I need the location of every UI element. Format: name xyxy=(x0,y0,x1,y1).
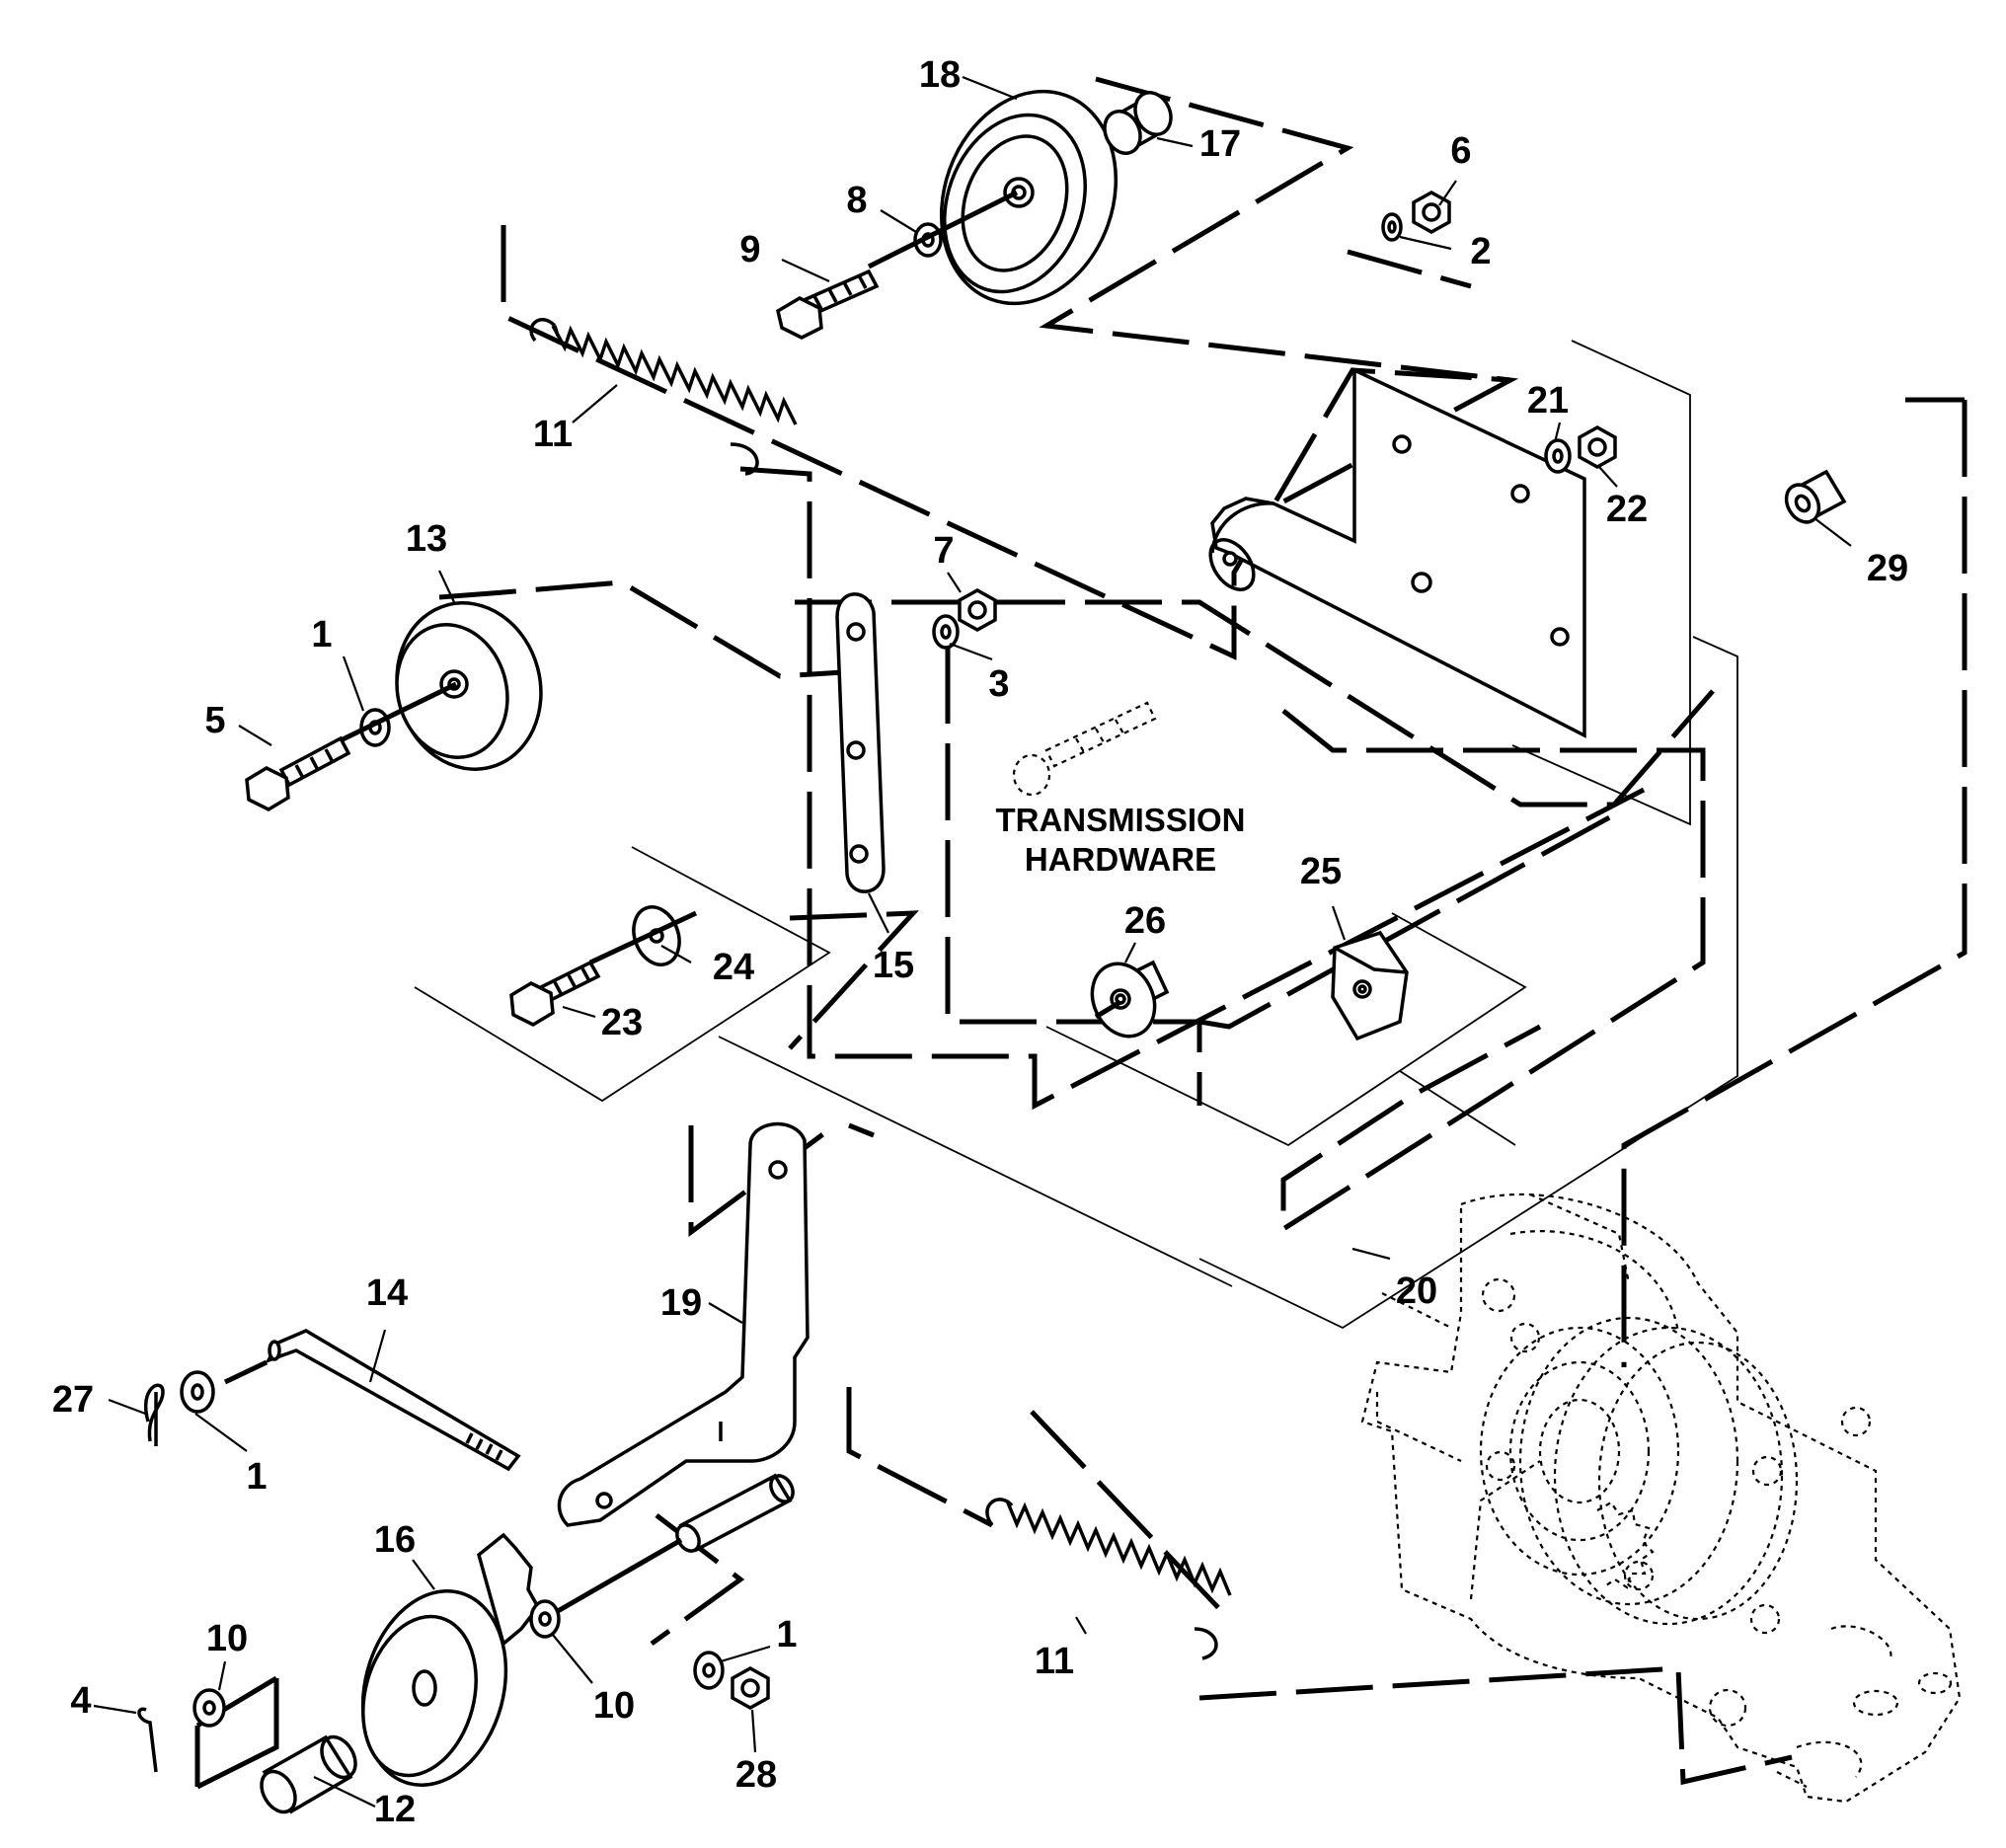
bracket-19 xyxy=(557,1122,810,1527)
label-24: 24 xyxy=(713,947,754,988)
label-20: 20 xyxy=(1396,1270,1437,1312)
washer-21 xyxy=(1544,438,1572,474)
axis-rod-14 xyxy=(223,1359,269,1385)
axis-pulley-16 xyxy=(556,1537,683,1614)
axis-spacer-26 xyxy=(1094,999,1122,1020)
label-19: 19 xyxy=(660,1282,702,1324)
transmission-hardware-label-line1: TRANSMISSION xyxy=(995,802,1245,838)
bracket-lines xyxy=(414,340,1738,1330)
hairpin-27 xyxy=(144,1383,165,1446)
bracket-pin xyxy=(675,1473,795,1553)
spring-11-lower xyxy=(985,1498,1232,1660)
leader-lines xyxy=(93,75,1852,1808)
label-7: 7 xyxy=(933,530,954,572)
label-1-lower: 1 xyxy=(776,1614,797,1656)
bracket-15 xyxy=(835,592,886,893)
washer-1-left xyxy=(180,1370,215,1414)
label-27: 27 xyxy=(52,1379,94,1421)
transmission-housing xyxy=(1360,1193,1962,1804)
axis-bolt-23 xyxy=(588,910,698,965)
label-22: 22 xyxy=(1606,489,1648,530)
label-10-right: 10 xyxy=(593,1685,635,1727)
nut-22 xyxy=(1578,424,1617,470)
label-11-upper: 11 xyxy=(533,414,573,455)
transmission-hardware-label-line2: HARDWARE xyxy=(1025,841,1216,878)
washer-2 xyxy=(1381,212,1403,242)
label-25: 25 xyxy=(1300,851,1342,892)
washer-10-left xyxy=(193,1688,226,1728)
label-28: 28 xyxy=(735,1754,777,1796)
label-10-left: 10 xyxy=(206,1618,248,1659)
washer-3 xyxy=(932,614,960,650)
washer-24 xyxy=(632,905,681,966)
label-2: 2 xyxy=(1470,231,1491,272)
spacer-29 xyxy=(1784,469,1847,524)
label-17: 17 xyxy=(1199,123,1241,165)
label-6: 6 xyxy=(1450,130,1471,172)
label-5: 5 xyxy=(204,700,225,741)
label-29: 29 xyxy=(1867,548,1908,589)
washer-10-right xyxy=(529,1599,561,1639)
bolt-23 xyxy=(509,960,601,1027)
spring-11-upper xyxy=(529,318,798,476)
bolt-9 xyxy=(776,269,880,340)
axis-bolt-9 xyxy=(867,190,1019,270)
label-4: 4 xyxy=(70,1680,91,1722)
assembly-lines xyxy=(194,76,1967,1790)
transmission-hardware-bolt xyxy=(1012,701,1157,797)
label-15: 15 xyxy=(873,945,914,986)
pulley-18 xyxy=(939,89,1119,306)
bolt-5 xyxy=(245,735,351,811)
label-14: 14 xyxy=(366,1272,408,1314)
washer-1-lower xyxy=(693,1651,725,1690)
spacer-26 xyxy=(1090,960,1170,1039)
label-21: 21 xyxy=(1527,380,1569,422)
block-25 xyxy=(1331,930,1409,1041)
pulley-16 xyxy=(360,1532,541,1788)
label-1-left: 1 xyxy=(246,1456,267,1498)
label-3: 3 xyxy=(988,663,1009,705)
transmission-plate xyxy=(1208,367,1586,738)
spacer-17 xyxy=(1103,91,1173,155)
label-18: 18 xyxy=(919,54,961,96)
part-labels: 18 17 6 2 8 9 21 22 29 11 13 7 1 3 5 24 … xyxy=(52,54,1908,1830)
label-9: 9 xyxy=(739,229,760,270)
axis-bolt-5 xyxy=(339,681,458,743)
label-23: 23 xyxy=(601,1002,643,1043)
label-1-upper: 1 xyxy=(311,614,332,655)
label-8: 8 xyxy=(846,180,867,221)
label-16: 16 xyxy=(374,1519,416,1561)
rod-14 xyxy=(265,1329,521,1472)
nut-28 xyxy=(731,1665,770,1711)
sleeve-12 xyxy=(260,1734,357,1814)
label-12: 12 xyxy=(374,1789,416,1830)
label-26: 26 xyxy=(1124,900,1166,942)
pin-4 xyxy=(137,1707,158,1773)
nut-7 xyxy=(958,587,997,633)
pulley-13 xyxy=(395,601,543,771)
label-11-lower: 11 xyxy=(1035,1641,1074,1682)
label-13: 13 xyxy=(406,518,447,560)
